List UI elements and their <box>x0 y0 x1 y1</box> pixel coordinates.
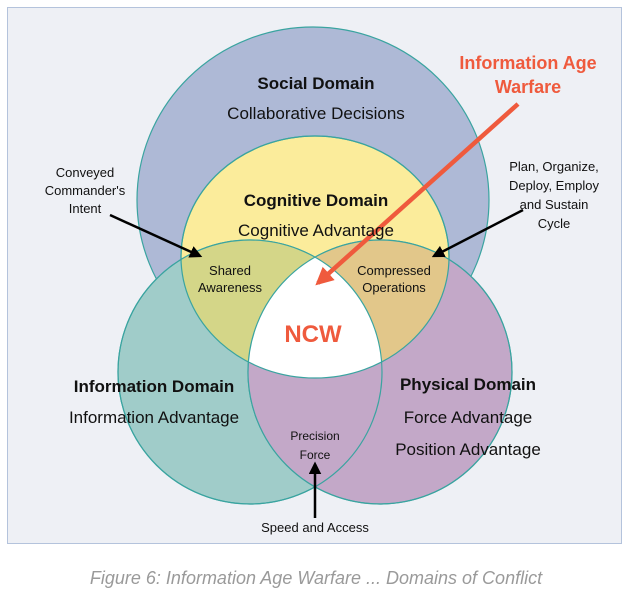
cognitive-outline <box>180 135 450 379</box>
information-domain-subtitle: Information Advantage <box>69 408 239 427</box>
compressed-operations-label-2: Operations <box>362 280 426 295</box>
information-age-warfare-label-2: Warfare <box>495 77 561 97</box>
shared-awareness-label-1: Shared <box>209 263 251 278</box>
commanders-intent-label-2: Commander's <box>45 183 126 198</box>
precision-force-label-1: Precision <box>290 429 339 443</box>
physical-outline <box>247 239 513 505</box>
information-age-warfare-arrow <box>315 102 520 286</box>
social-domain-subtitle: Collaborative Decisions <box>227 104 405 123</box>
information-domain-title: Information Domain <box>74 377 235 396</box>
ncw-label: NCW <box>284 321 342 348</box>
shared-awareness-label-2: Awareness <box>198 280 263 295</box>
figure-caption: Figure 6: Information Age Warfare ... Do… <box>89 568 543 588</box>
physical-domain-title: Physical Domain <box>400 375 536 394</box>
social-domain-title: Social Domain <box>257 74 374 93</box>
cognitive-domain-title: Cognitive Domain <box>244 191 389 210</box>
commanders-intent-arrow <box>109 213 203 258</box>
precision-force-label-2: Force <box>300 448 331 462</box>
information-outline <box>117 239 383 505</box>
plan-cycle-label-3: and Sustain <box>520 197 589 212</box>
plan-cycle-arrow <box>431 208 524 258</box>
cognitive-domain-subtitle: Cognitive Advantage <box>238 221 394 240</box>
plan-cycle-label-4: Cycle <box>538 216 571 231</box>
physical-domain-subtitle-1: Force Advantage <box>404 408 533 427</box>
physical-domain-subtitle-2: Position Advantage <box>395 440 541 459</box>
information-age-warfare-label-1: Information Age <box>459 53 596 73</box>
speed-access-label: Speed and Access <box>261 520 369 535</box>
commanders-intent-label-1: Conveyed <box>56 165 115 180</box>
plan-cycle-label-1: Plan, Organize, <box>509 159 599 174</box>
compressed-operations-label-1: Compressed <box>357 263 431 278</box>
commanders-intent-label-3: Intent <box>69 201 102 216</box>
plan-cycle-label-2: Deploy, Employ <box>509 178 600 193</box>
